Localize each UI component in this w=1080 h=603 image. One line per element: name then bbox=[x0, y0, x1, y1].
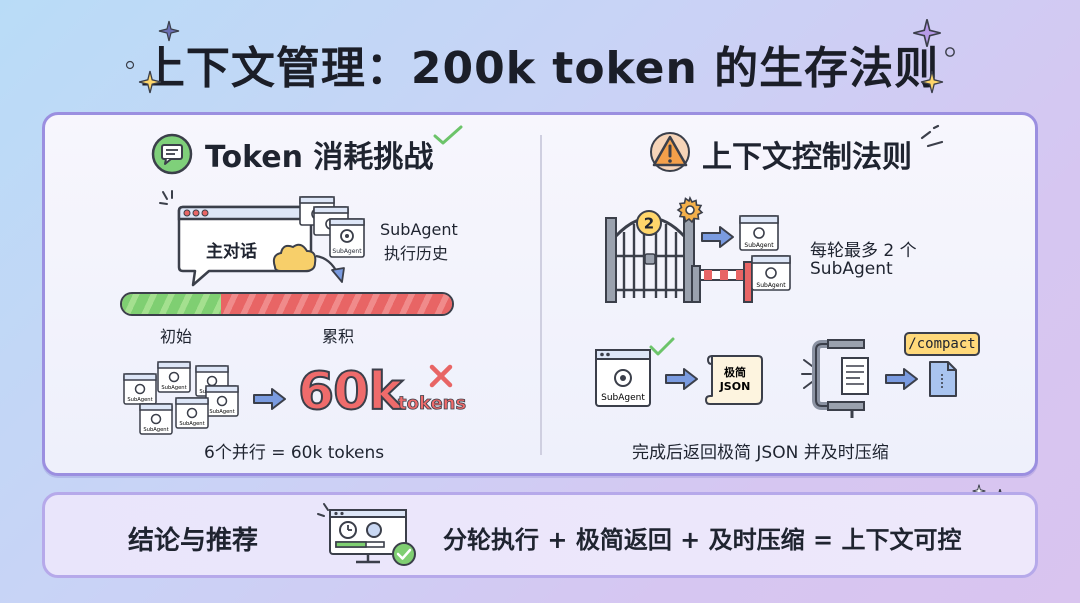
card-label: SubAgent bbox=[756, 282, 786, 289]
gate-caption-line2: SubAgent bbox=[810, 259, 893, 279]
cross-icon bbox=[429, 364, 453, 388]
arrow-right-icon bbox=[665, 368, 698, 390]
doc-label-line2: JSON bbox=[719, 380, 751, 393]
checkmark-icon bbox=[649, 337, 675, 356]
subagent-history-line2: 执行历史 bbox=[384, 244, 449, 263]
big-number: 60k bbox=[297, 361, 404, 423]
dashboard-icon bbox=[317, 503, 416, 566]
left-heading: Token 消耗挑战 bbox=[205, 140, 434, 175]
subagent-stack-icon: SubAgent bbox=[299, 196, 365, 258]
sparkle-icon bbox=[920, 70, 944, 94]
emphasis-lines-icon bbox=[159, 190, 173, 205]
conclusion-title: 结论与推荐 bbox=[128, 526, 259, 556]
sparkle-icon bbox=[125, 60, 135, 70]
subagent-card-icon: SubAgent bbox=[595, 349, 651, 407]
subagent-cluster-icon: SubAgent SubAgent SubAgent SubAgent SubA… bbox=[123, 361, 239, 435]
gate-badge: 2 bbox=[636, 210, 662, 236]
conclusion-panel bbox=[42, 492, 1038, 578]
checkmark-icon bbox=[433, 125, 463, 145]
subagent-card-icon: SubAgent bbox=[739, 215, 779, 251]
parallel-caption: 6个并行 = 60k tokens bbox=[204, 443, 385, 463]
right-heading: 上下文控制法则 bbox=[702, 140, 912, 175]
gate-caption-line1: 每轮最多 2 个 bbox=[810, 241, 917, 261]
emphasis-lines-icon bbox=[920, 124, 944, 148]
panel-divider bbox=[540, 135, 542, 455]
big-unit: tokens bbox=[398, 393, 467, 415]
subagent-card-icon: SubAgent bbox=[751, 255, 791, 291]
svg-text:SubAgent: SubAgent bbox=[179, 421, 204, 427]
compressed-file-icon bbox=[929, 361, 957, 397]
right-bottom-caption: 完成后返回极简 JSON 并及时压缩 bbox=[632, 443, 889, 463]
card-label: SubAgent bbox=[601, 393, 645, 403]
svg-text:SubAgent: SubAgent bbox=[143, 427, 168, 433]
context-usage-bar bbox=[120, 292, 454, 316]
card-label: SubAgent bbox=[332, 248, 362, 255]
context-usage-accumulated bbox=[221, 294, 452, 314]
svg-text:SubAgent: SubAgent bbox=[127, 397, 152, 403]
svg-text:SubAgent: SubAgent bbox=[161, 385, 186, 391]
curved-arrow-icon bbox=[315, 254, 345, 283]
warning-icon bbox=[650, 132, 690, 172]
sparkle-icon bbox=[913, 19, 941, 47]
svg-text:SubAgent: SubAgent bbox=[209, 409, 234, 415]
clamp-icon bbox=[801, 339, 869, 418]
sparkle-icon bbox=[158, 20, 180, 42]
page-title: 上下文管理：200k token 的生存法则 bbox=[140, 43, 940, 94]
subagent-history-line1: SubAgent bbox=[380, 220, 458, 239]
sparkle-icon bbox=[945, 47, 955, 57]
chat-bubble-icon bbox=[151, 133, 193, 175]
context-usage-initial bbox=[122, 294, 221, 314]
arrow-right-icon bbox=[701, 226, 734, 248]
bar-end-label: 累积 bbox=[322, 327, 355, 346]
sparkle-icon bbox=[138, 70, 162, 94]
conclusion-text: 分轮执行 + 极简返回 + 及时压缩 = 上下文可控 bbox=[443, 526, 962, 554]
compact-command-chip: /compact bbox=[904, 332, 980, 356]
json-scroll-icon: 极简 JSON bbox=[705, 355, 763, 405]
arrow-right-icon bbox=[253, 388, 286, 410]
chat-label: 主对话 bbox=[206, 242, 257, 262]
arrow-right-icon bbox=[885, 368, 918, 390]
doc-label-line1: 极简 bbox=[724, 365, 746, 379]
gear-icon bbox=[676, 196, 704, 224]
card-label: SubAgent bbox=[744, 242, 774, 249]
gate-badge-text: 2 bbox=[644, 215, 654, 233]
bar-start-label: 初始 bbox=[160, 327, 193, 346]
